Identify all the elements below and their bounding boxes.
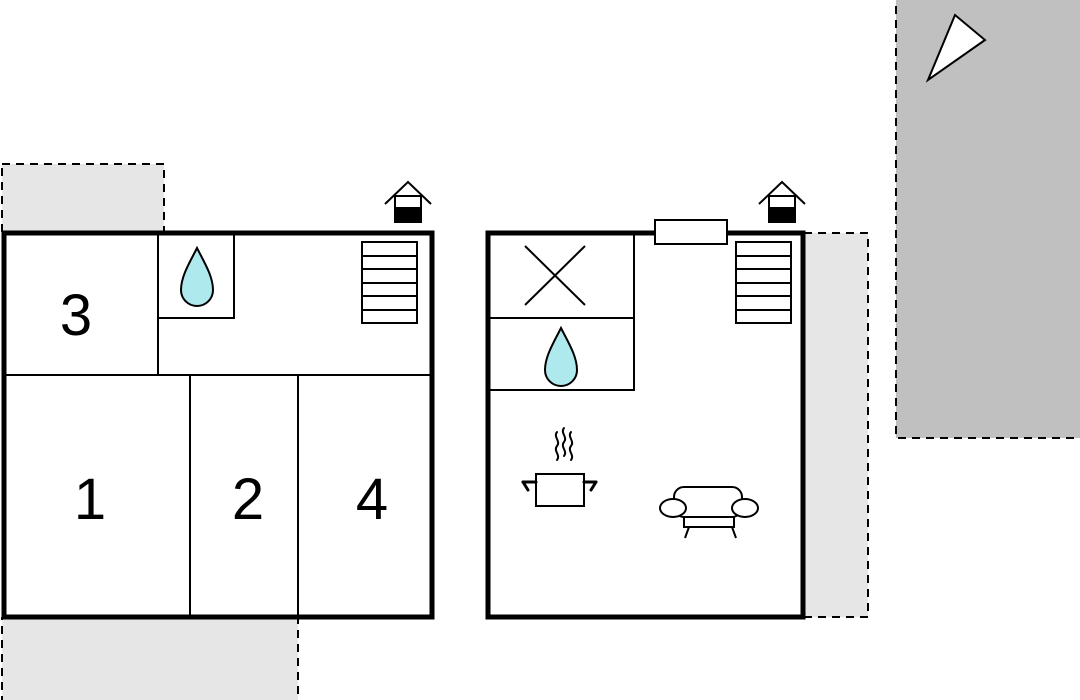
terrace-top-left — [1, 163, 165, 233]
bathroom-outline — [157, 232, 235, 319]
cooking-pot-icon — [521, 427, 598, 507]
room-label-4: 4 — [356, 467, 388, 532]
ground-floor-plan — [485, 180, 806, 620]
ground-floor-outline — [485, 230, 806, 620]
compass-arrow-icon — [925, 13, 987, 83]
cross-icon — [524, 245, 586, 306]
terrace-right — [803, 232, 869, 618]
stairs-icon — [735, 241, 792, 324]
sofa-icon — [659, 486, 759, 539]
room-label-2: 2 — [232, 467, 264, 532]
water-drop-icon — [543, 325, 579, 387]
parking-area — [895, 0, 1080, 439]
stairs-icon — [361, 241, 418, 324]
terrace-bottom-left — [1, 617, 299, 700]
room-label-1: 1 — [74, 467, 106, 532]
upper-floor-outline — [1, 230, 435, 620]
entrance-icon — [758, 180, 806, 223]
upper-floor-plan: 3 1 2 4 — [1, 180, 435, 620]
window-icon — [654, 219, 728, 245]
entrance-icon — [384, 180, 432, 223]
room-label-3: 3 — [60, 283, 92, 348]
water-drop-icon — [179, 245, 215, 307]
bathroom-outline — [487, 317, 635, 391]
